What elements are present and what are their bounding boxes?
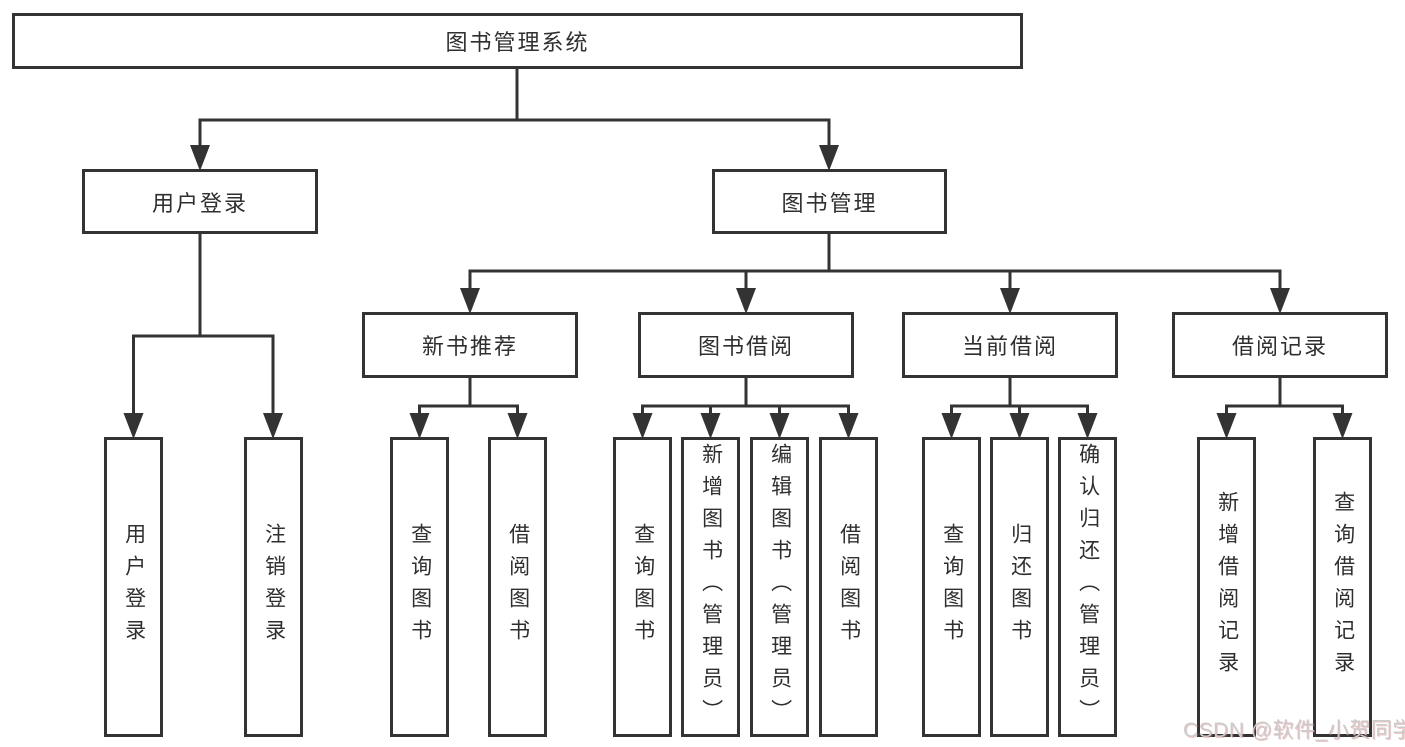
arrow-icon	[460, 288, 480, 314]
leaf-br-query-record-label: 查询借阅记录	[1331, 491, 1355, 683]
leaf-nb-borrow-books: 借阅图书	[488, 437, 547, 737]
node-borrow-record-label: 借阅记录	[1231, 334, 1328, 359]
leaf-cb-confirm-return-admin-label: 确认归还（管理员）	[1076, 443, 1100, 731]
arrow-icon	[632, 413, 653, 439]
leaf-user-login: 用户登录	[104, 437, 163, 737]
arrow-icon	[941, 413, 962, 439]
leaf-bb-borrow-books: 借阅图书	[819, 437, 878, 737]
edge-root-to-level2	[198, 68, 831, 151]
leaf-bb-edit-books-admin-label: 编辑图书（管理员）	[768, 443, 792, 731]
leaf-cb-query-books: 查询图书	[922, 437, 981, 737]
leaf-logout-login-label: 注销登录	[262, 523, 286, 651]
edge-borrow-record-children	[1225, 378, 1344, 419]
node-user-login-label: 用户登录	[151, 190, 248, 216]
node-book-borrow: 图书借阅	[638, 312, 854, 378]
leaf-br-add-record-label: 新增借阅记录	[1215, 491, 1239, 683]
arrow-icon	[769, 413, 790, 439]
arrow-icon	[1216, 413, 1237, 439]
arrow-icon	[123, 413, 144, 439]
leaf-cb-query-books-label: 查询图书	[940, 523, 964, 651]
arrow-icon	[1332, 413, 1353, 439]
edge-current-borrow-children	[950, 378, 1089, 419]
arrow-icon	[1077, 413, 1098, 439]
leaf-logout-login: 注销登录	[244, 437, 303, 737]
arrow-icon	[736, 288, 756, 314]
arrow-icon	[700, 413, 721, 439]
edge-book-management-children	[468, 233, 1282, 293]
leaf-nb-borrow-books-label: 借阅图书	[506, 523, 530, 651]
edge-user-login-children	[132, 234, 275, 419]
node-new-book-recommend: 新书推荐	[362, 312, 578, 378]
leaf-bb-query-books: 查询图书	[613, 437, 672, 737]
leaf-br-add-record: 新增借阅记录	[1197, 437, 1256, 737]
arrow-icon	[409, 413, 430, 439]
node-current-borrow: 当前借阅	[902, 312, 1118, 378]
node-user-login: 用户登录	[82, 169, 318, 234]
arrow-icon	[819, 145, 839, 171]
leaf-nb-query-books-label: 查询图书	[408, 523, 432, 651]
node-current-borrow-label: 当前借阅	[961, 334, 1058, 359]
node-root: 图书管理系统	[12, 13, 1023, 69]
leaf-br-query-record: 查询借阅记录	[1313, 437, 1372, 737]
node-book-borrow-label: 图书借阅	[697, 334, 794, 359]
leaf-bb-borrow-books-label: 借阅图书	[837, 523, 861, 651]
leaf-cb-confirm-return-admin: 确认归还（管理员）	[1058, 437, 1117, 737]
arrow-icon	[507, 413, 528, 439]
leaf-bb-query-books-label: 查询图书	[631, 523, 655, 651]
node-root-label: 图书管理系统	[445, 30, 590, 55]
leaf-user-login-label: 用户登录	[122, 523, 146, 651]
node-book-management-label: 图书管理	[781, 190, 878, 216]
leaf-cb-return-books-label: 归还图书	[1008, 523, 1032, 651]
leaf-bb-add-books-admin-label: 新增图书（管理员）	[699, 443, 723, 731]
arrow-icon	[1009, 413, 1030, 439]
leaf-cb-return-books: 归还图书	[990, 437, 1049, 737]
arrow-icon	[838, 413, 859, 439]
node-new-book-recommend-label: 新书推荐	[421, 334, 518, 359]
edge-book-borrow-children	[641, 378, 850, 419]
arrow-icon	[263, 413, 283, 439]
watermark: CSDN @软件_小贺同学	[1183, 719, 1405, 742]
arrow-icon	[1000, 288, 1020, 314]
leaf-bb-edit-books-admin: 编辑图书（管理员）	[750, 437, 809, 737]
edge-new-book-recommend-children	[418, 378, 519, 419]
node-borrow-record: 借阅记录	[1172, 312, 1388, 378]
node-book-management: 图书管理	[712, 169, 947, 234]
leaf-nb-query-books: 查询图书	[390, 437, 449, 737]
leaf-bb-add-books-admin: 新增图书（管理员）	[681, 437, 740, 737]
arrow-icon	[1270, 288, 1290, 314]
arrow-icon	[190, 145, 210, 171]
